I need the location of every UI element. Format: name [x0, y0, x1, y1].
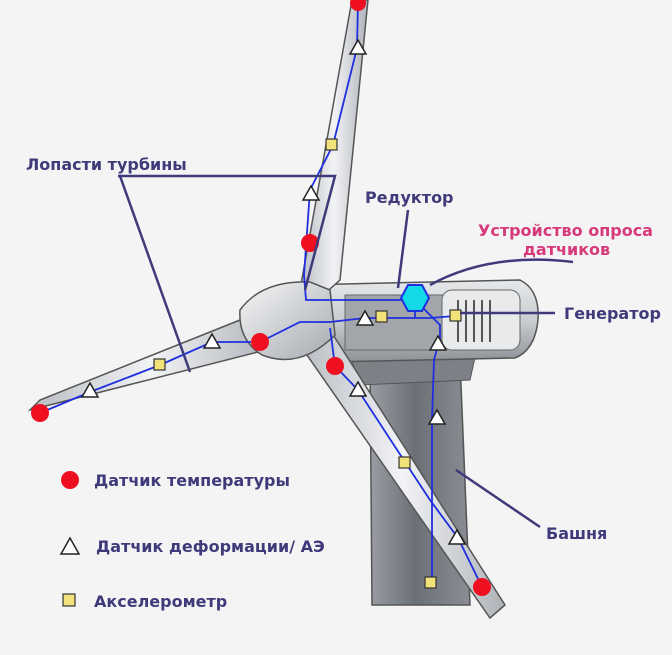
temperature-sensor — [473, 578, 491, 596]
label-gearbox: Редуктор — [365, 188, 454, 207]
label-blades: Лопасти турбины — [26, 155, 187, 174]
legend-accelerometer-label: Акселерометр — [94, 592, 227, 611]
accelerometer — [376, 311, 387, 322]
temperature-sensor — [326, 357, 344, 375]
daq-unit — [401, 285, 429, 311]
label-generator: Генератор — [564, 304, 661, 323]
legend: Датчик температуры Датчик деформации/ АЭ… — [61, 471, 325, 611]
accelerometer — [154, 359, 165, 370]
blade-left — [30, 320, 272, 410]
temperature-sensor — [31, 404, 49, 422]
accelerometer — [399, 457, 410, 468]
accelerometer — [425, 577, 436, 588]
temperature-sensor — [251, 333, 269, 351]
legend-accelerometer-icon — [63, 594, 75, 606]
legend-strain-icon — [61, 538, 79, 554]
legend-temperature-icon — [61, 471, 79, 489]
legend-strain-label: Датчик деформации/ АЭ — [96, 537, 325, 556]
label-daq-line1: Устройство опроса — [478, 221, 653, 240]
label-tower: Башня — [546, 524, 607, 543]
strain-sensor — [303, 186, 319, 200]
legend-temperature-label: Датчик температуры — [94, 471, 290, 490]
accelerometer — [326, 139, 337, 150]
accelerometer — [450, 310, 461, 321]
label-daq-line2: датчиков — [523, 240, 610, 259]
